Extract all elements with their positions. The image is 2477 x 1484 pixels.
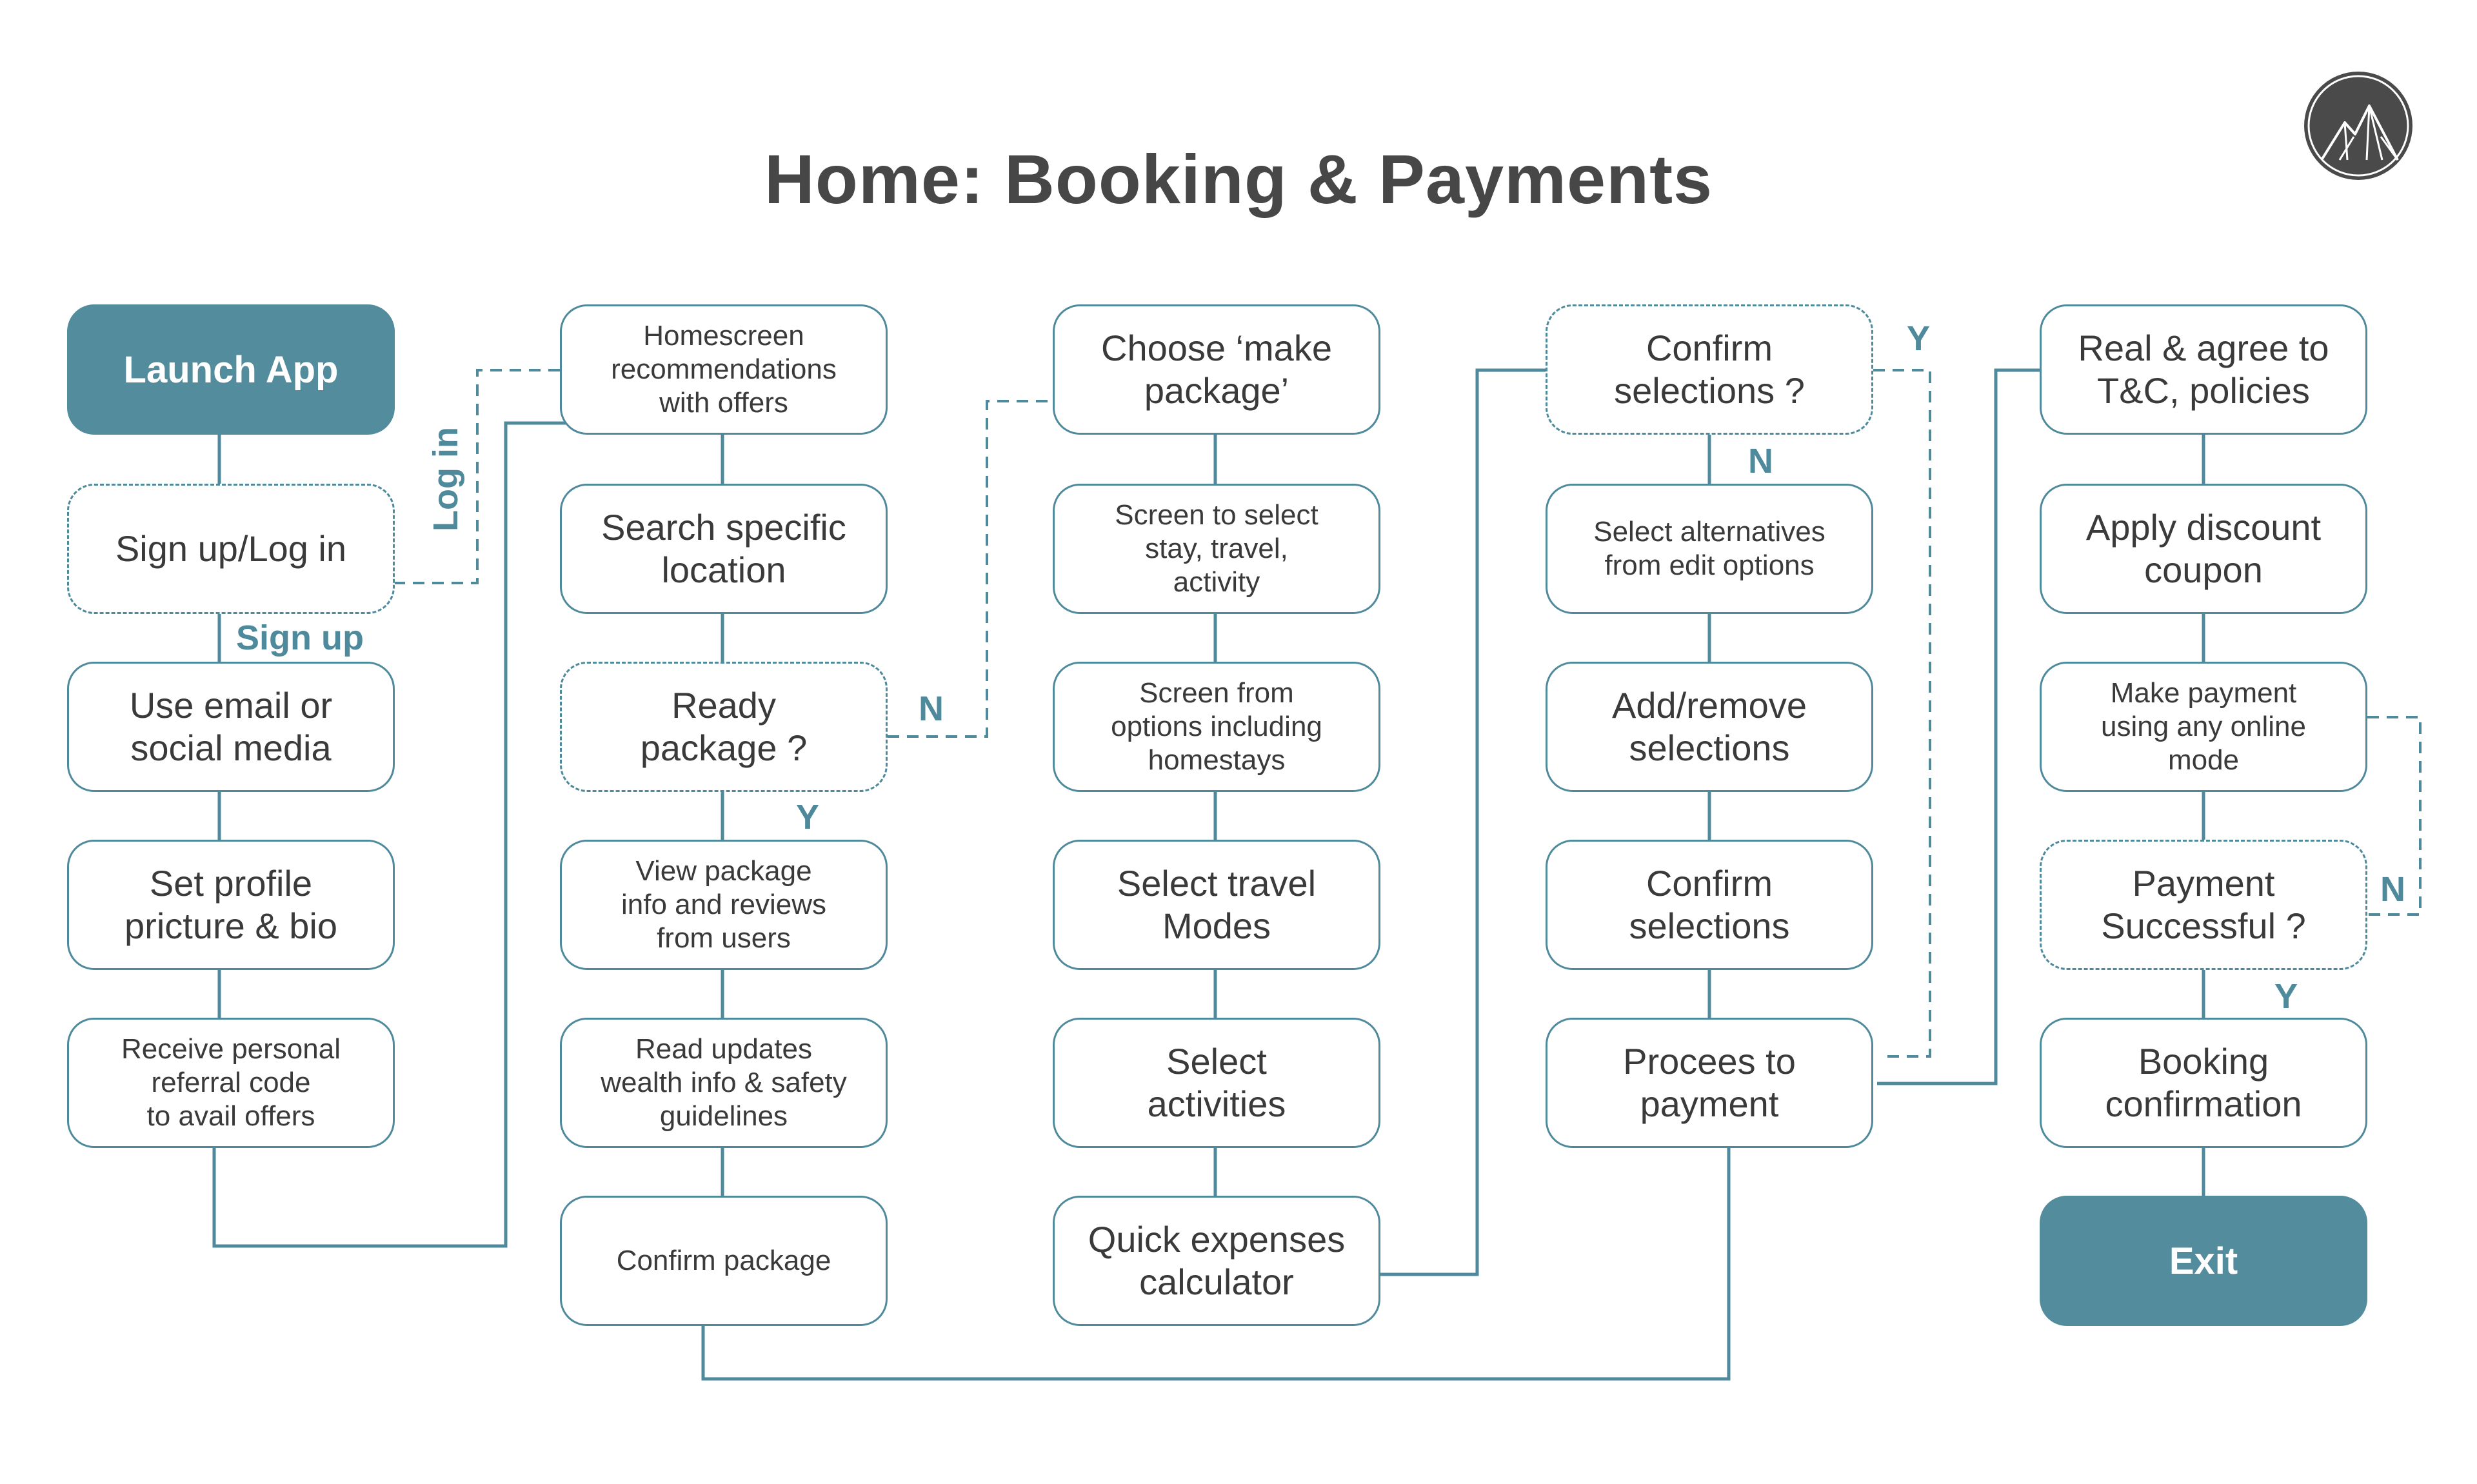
options-homestays-node: Screen from options including homestays <box>1053 662 1380 792</box>
view-package-node: View package info and reviews from users <box>560 840 888 970</box>
homescreen-node: Homescreen recommendations with offers <box>560 304 888 435</box>
launch-app-node: Launch App <box>67 304 395 435</box>
ready-package-decision: Ready package ? <box>560 662 888 792</box>
make-package-node: Choose ‘make package’ <box>1053 304 1380 435</box>
confirm-package-node: Confirm package <box>560 1196 888 1326</box>
proceed-payment-node: Procees to payment <box>1546 1018 1873 1148</box>
referral-code-node: Receive personal referral code to avail … <box>67 1018 395 1148</box>
exit-node: Exit <box>2040 1196 2367 1326</box>
confirm-yes-label: Y <box>1907 319 1931 358</box>
ready-yes-label: Y <box>796 798 820 836</box>
signup-branch-label: Sign up <box>236 618 364 657</box>
select-activities-node: Select activities <box>1053 1018 1380 1148</box>
add-remove-node: Add/remove selections <box>1546 662 1873 792</box>
use-email-node: Use email or social media <box>67 662 395 792</box>
set-profile-node: Set profile pricture & bio <box>67 840 395 970</box>
read-agree-node: Real & agree to T&C, policies <box>2040 304 2367 435</box>
select-stay-node: Screen to select stay, travel, activity <box>1053 484 1380 614</box>
travel-modes-node: Select travel Modes <box>1053 840 1380 970</box>
make-payment-node: Make payment using any online mode <box>2040 662 2367 792</box>
search-location-node: Search specific location <box>560 484 888 614</box>
mountain-logo-icon <box>2304 72 2412 180</box>
confirm-selections-node: Confirm selections <box>1546 840 1873 970</box>
read-updates-node: Read updates wealth info & safety guidel… <box>560 1018 888 1148</box>
select-alternatives-node: Select alternatives from edit options <box>1546 484 1873 614</box>
page-title: Home: Booking & Payments <box>764 140 1713 218</box>
login-branch-label: Log in <box>426 427 465 531</box>
payment-successful-decision: Payment Successful ? <box>2040 840 2367 970</box>
booking-confirmation-node: Booking confirmation <box>2040 1018 2367 1148</box>
signup-login-decision: Sign up/Log in <box>67 484 395 614</box>
payment-yes-label: Y <box>2274 977 2298 1016</box>
payment-no-label: N <box>2380 870 2405 909</box>
confirm-selections-decision: Confirm selections ? <box>1546 304 1873 435</box>
apply-coupon-node: Apply discount coupon <box>2040 484 2367 614</box>
confirm-no-label: N <box>1748 442 1773 480</box>
expenses-calculator-node: Quick expenses calculator <box>1053 1196 1380 1326</box>
ready-no-label: N <box>919 689 944 728</box>
